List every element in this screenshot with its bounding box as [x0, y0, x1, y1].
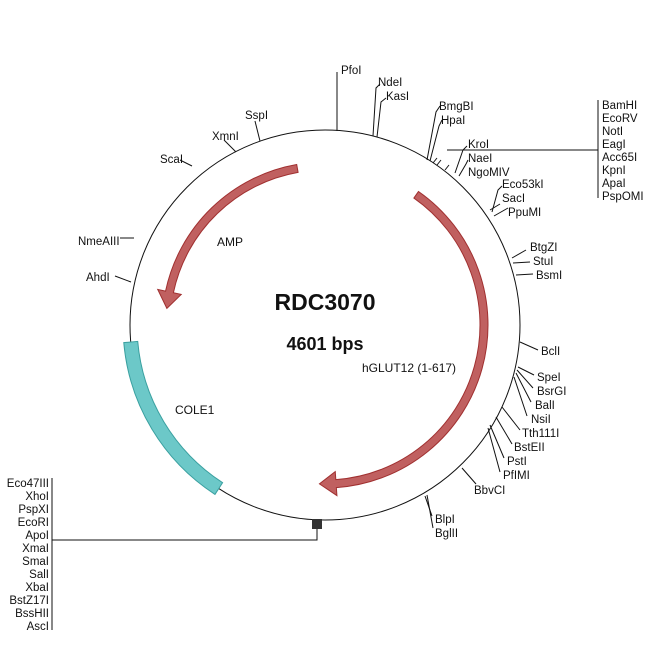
site-label[interactable]: EagI [602, 139, 626, 151]
mcs-left-cluster [312, 519, 322, 529]
site-label[interactable]: XbaI [25, 582, 49, 594]
site-label[interactable]: BamHI [602, 100, 637, 112]
site-label[interactable]: Eco53kI [502, 179, 544, 191]
site-label[interactable]: BssHII [15, 608, 49, 620]
plasmid-size: 4601 bps [286, 334, 363, 354]
site-label[interactable]: BclI [541, 346, 560, 358]
site-label[interactable]: BglII [435, 528, 458, 540]
cole1-label: COLE1 [175, 403, 215, 417]
site-label[interactable]: EcoRI [18, 517, 49, 529]
site-label[interactable]: BstZ17I [9, 595, 49, 607]
site-label[interactable]: BsmI [536, 270, 562, 282]
site-label[interactable]: XhoI [25, 491, 49, 503]
site-label[interactable]: BlpI [435, 514, 455, 526]
site-label[interactable]: BmgBI [439, 101, 474, 113]
site-label[interactable]: EcoRV [602, 113, 638, 125]
site-label[interactable]: NdeI [378, 77, 402, 89]
site-label[interactable]: KroI [468, 139, 489, 151]
site-label[interactable]: SpeI [537, 372, 561, 384]
site-label[interactable]: NaeI [468, 153, 492, 165]
site-label[interactable]: StuI [533, 256, 553, 268]
site-label[interactable]: ScaI [160, 154, 183, 166]
site-label[interactable]: AscI [27, 621, 49, 633]
site-label[interactable]: BbvCI [474, 485, 505, 497]
site-label[interactable]: SspI [245, 110, 268, 122]
site-label[interactable]: PpuMI [508, 207, 541, 219]
amp-label: AMP [217, 235, 243, 249]
site-label[interactable]: SmaI [22, 556, 49, 568]
site-label[interactable]: Tth111I [522, 428, 559, 440]
site-label[interactable]: NgoMIV [468, 167, 510, 179]
site-label[interactable]: XmaI [22, 543, 49, 555]
cole1-feature[interactable] [123, 340, 224, 496]
site-label[interactable]: NmeAIII [78, 236, 120, 248]
site-label[interactable]: ApoI [25, 530, 49, 542]
site-label[interactable]: AhdI [86, 272, 110, 284]
site-label[interactable]: BalI [535, 400, 555, 412]
site-label[interactable]: HpaI [441, 115, 465, 127]
backbone-circle [129, 129, 521, 521]
site-label[interactable]: PstI [507, 456, 527, 468]
site-label[interactable]: BstEII [514, 442, 545, 454]
plasmid-name: RDC3070 [275, 289, 376, 315]
site-label[interactable]: NotI [602, 126, 623, 138]
site-label[interactable]: PspOMI [602, 191, 644, 203]
site-label[interactable]: SacI [502, 193, 525, 205]
hglut12-label: hGLUT12 (1-617) [362, 361, 456, 375]
site-label[interactable]: PspXI [18, 504, 49, 516]
site-label[interactable]: NsiI [531, 414, 551, 426]
site-label[interactable]: KpnI [602, 165, 626, 177]
amp-feature-arrow[interactable] [156, 163, 299, 310]
site-label[interactable]: XmnI [212, 131, 239, 143]
site-label[interactable]: ApaI [602, 178, 626, 190]
hglut12-feature-arrow[interactable] [318, 190, 489, 497]
restriction-site-labels: PfoI NdeI KasI BmgBI HpaI KroI NaeI NgoM… [7, 65, 644, 633]
site-label[interactable]: SalI [29, 569, 49, 581]
site-label[interactable]: BtgZI [530, 242, 557, 254]
site-label[interactable]: Acc65I [602, 152, 637, 164]
site-label[interactable]: PfIMI [503, 470, 530, 482]
site-label[interactable]: Eco47III [7, 478, 49, 490]
site-label[interactable]: BsrGI [537, 386, 566, 398]
site-label[interactable]: PfoI [341, 65, 361, 77]
site-label[interactable]: KasI [386, 91, 409, 103]
